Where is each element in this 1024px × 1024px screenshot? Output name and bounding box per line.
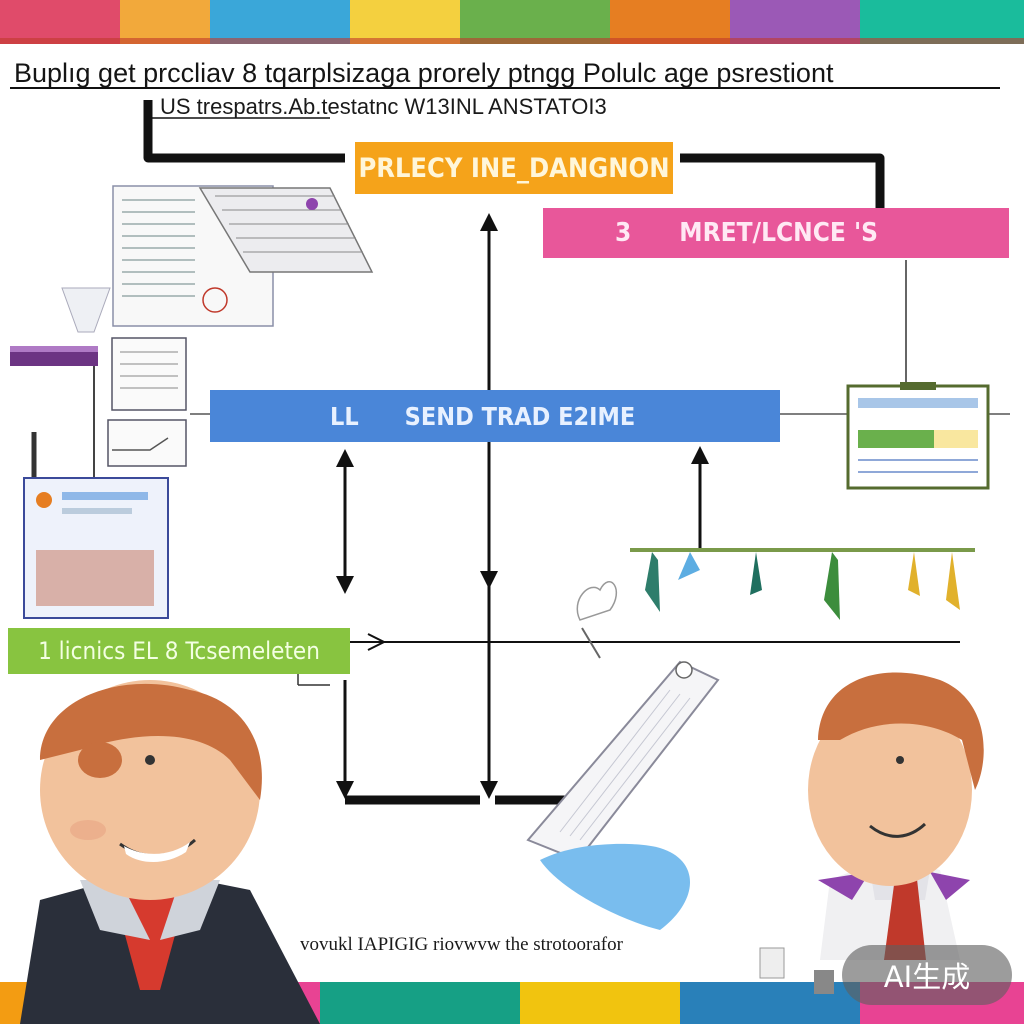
market-box-label: MRET/LCNCE 'S (679, 218, 879, 248)
market-box-number: 3 (615, 218, 632, 248)
tools-box-label: 1 licnics EL 8 Tcsemeleten (38, 637, 320, 665)
tools-box[interactable]: 1 licnics EL 8 Tcsemeleten (8, 628, 350, 674)
monitor-illustration (846, 382, 990, 490)
trend-box[interactable]: LL SEND TRAD E2IME (210, 390, 780, 442)
desk-items-illustration (759, 947, 834, 994)
connector-policy-to-market (680, 153, 885, 212)
policy-box-label: PRLECY INE_DANGNON (358, 152, 670, 184)
tablet-hand-illustration (526, 660, 720, 930)
top-decorative-strip (0, 0, 1024, 44)
policy-box[interactable]: PRLECY INE_DANGNON (355, 142, 673, 194)
page-subtitle: US trespatrs.Ab.testatnc W13INL ANSTATOI… (160, 94, 607, 119)
ai-generated-badge-label: AI生成 (883, 960, 971, 994)
ai-generated-badge: AI生成 (842, 945, 1012, 1005)
footer-caption: vovukl IAPIGIG riovwvw the strotoorafor (300, 934, 623, 955)
page-title: Buplıg get prccliav 8 tqarplsizaga prore… (14, 58, 834, 88)
tools-arrow-tip (367, 633, 387, 651)
trend-box-prefix: LL (330, 401, 359, 431)
clipboard-illustration (107, 337, 187, 467)
plant-illustration (576, 581, 618, 659)
trend-box-label: SEND TRAD E2IME (404, 401, 636, 431)
report-screen-illustration (23, 477, 169, 619)
document-stack-illustration (112, 185, 374, 327)
connector-left-to-policy (143, 100, 345, 163)
tool-rack-illustration (630, 548, 975, 620)
person-left-illustration (20, 680, 320, 1024)
market-box[interactable]: 3 MRET/LCNCE 'S (543, 208, 1009, 258)
person-right-illustration (808, 672, 984, 960)
lamp-illustration (10, 287, 111, 480)
